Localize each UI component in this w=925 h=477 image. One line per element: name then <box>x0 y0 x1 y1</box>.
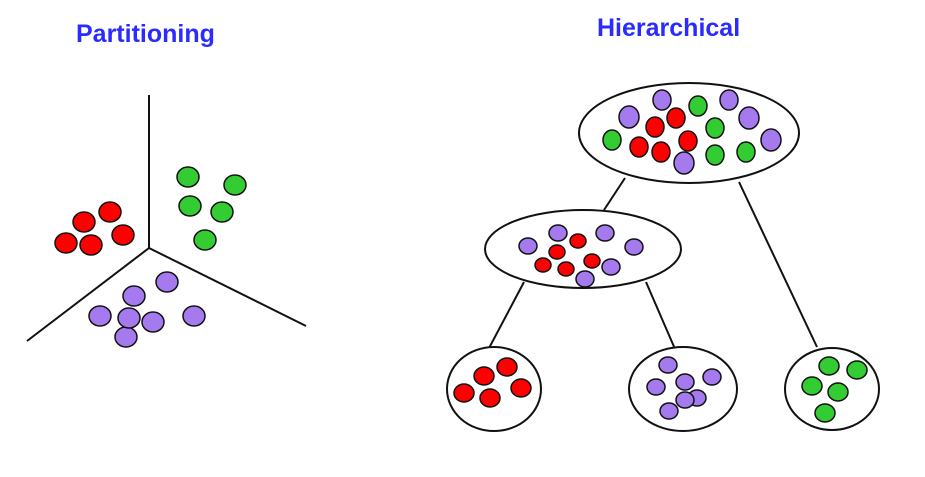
leaf-red-red-point <box>496 357 518 377</box>
root-purple-point <box>618 105 640 129</box>
part-green-green-point <box>176 166 200 188</box>
root-red-point <box>645 116 665 138</box>
leaf-purple-purple-point <box>658 356 678 374</box>
part-purple-purple-point <box>122 285 146 307</box>
mid-purple-point <box>575 270 595 288</box>
part-green-green-point <box>223 174 247 196</box>
mid-red-point <box>548 244 566 260</box>
leaf-red-red-point <box>510 378 532 398</box>
leaf-purple-purple-point <box>646 378 666 396</box>
leaf-red-red-point <box>479 388 501 408</box>
leaf-green-green-point <box>818 356 840 376</box>
leaf-purple-purple-point <box>675 373 695 391</box>
tree-edge-intermediate-purple-leaf <box>645 281 676 350</box>
part-red-red-point <box>54 232 78 254</box>
part-purple-purple-point <box>155 271 179 293</box>
leaf-purple-purple-point <box>659 402 679 420</box>
mid-red-point <box>569 233 587 249</box>
root-red-point <box>651 141 671 163</box>
part-red-red-point <box>79 234 103 256</box>
leaf-red-red-point <box>453 383 475 403</box>
mid-purple-point <box>518 237 538 255</box>
part-green-green-point <box>210 201 234 223</box>
part-purple-purple-point <box>88 305 112 327</box>
root-red-point <box>629 136 649 158</box>
leaf-green-green-point <box>814 403 836 423</box>
partition-line-right <box>148 247 307 327</box>
partitioning-title: Partitioning <box>76 20 215 48</box>
mid-purple-point <box>595 224 615 242</box>
root-red-point <box>678 130 698 152</box>
root-purple-point <box>652 89 672 111</box>
mid-red-point <box>557 261 575 277</box>
hierarchical-title: Hierarchical <box>597 14 741 42</box>
root-purple-point <box>719 89 739 111</box>
root-green-point <box>705 144 725 166</box>
root-green-point <box>688 95 708 117</box>
part-red-red-point <box>72 211 96 233</box>
part-red-red-point <box>111 224 135 246</box>
leaf-red-red-point <box>473 366 495 386</box>
part-purple-purple-point <box>141 311 165 333</box>
tree-edge-root-green-leaf <box>738 181 818 348</box>
leaf-purple-purple-point <box>675 391 695 409</box>
leaf-green-green-point <box>846 360 868 380</box>
root-purple-point <box>673 151 695 175</box>
part-purple-purple-point <box>182 305 206 327</box>
root-green-point <box>736 141 756 163</box>
partition-line-left <box>26 247 150 342</box>
mid-red-point <box>534 257 552 273</box>
part-purple-purple-point <box>114 326 138 348</box>
tree-edge-intermediate-red-leaf <box>487 281 525 351</box>
root-purple-point <box>760 128 782 152</box>
mid-purple-point <box>548 224 568 242</box>
part-red-red-point <box>98 201 122 223</box>
partitioning-diagram <box>26 95 307 342</box>
part-green-green-point <box>193 229 217 251</box>
part-green-green-point <box>178 195 202 217</box>
leaf-purple-purple-point <box>702 368 722 386</box>
cluster-points <box>54 89 868 423</box>
mid-red-point <box>583 253 601 269</box>
root-green-point <box>705 117 725 139</box>
part-purple-purple-point <box>117 307 141 329</box>
mid-purple-point <box>601 258 621 276</box>
root-purple-point <box>738 106 760 130</box>
leaf-green-green-point <box>801 376 823 396</box>
root-red-point <box>666 107 686 129</box>
mid-purple-point <box>624 238 644 256</box>
root-green-point <box>602 129 622 151</box>
leaf-green-green-point <box>827 382 849 402</box>
intermediate-cluster-ellipse <box>484 209 682 289</box>
tree-edge-root-intermediate <box>603 177 626 211</box>
